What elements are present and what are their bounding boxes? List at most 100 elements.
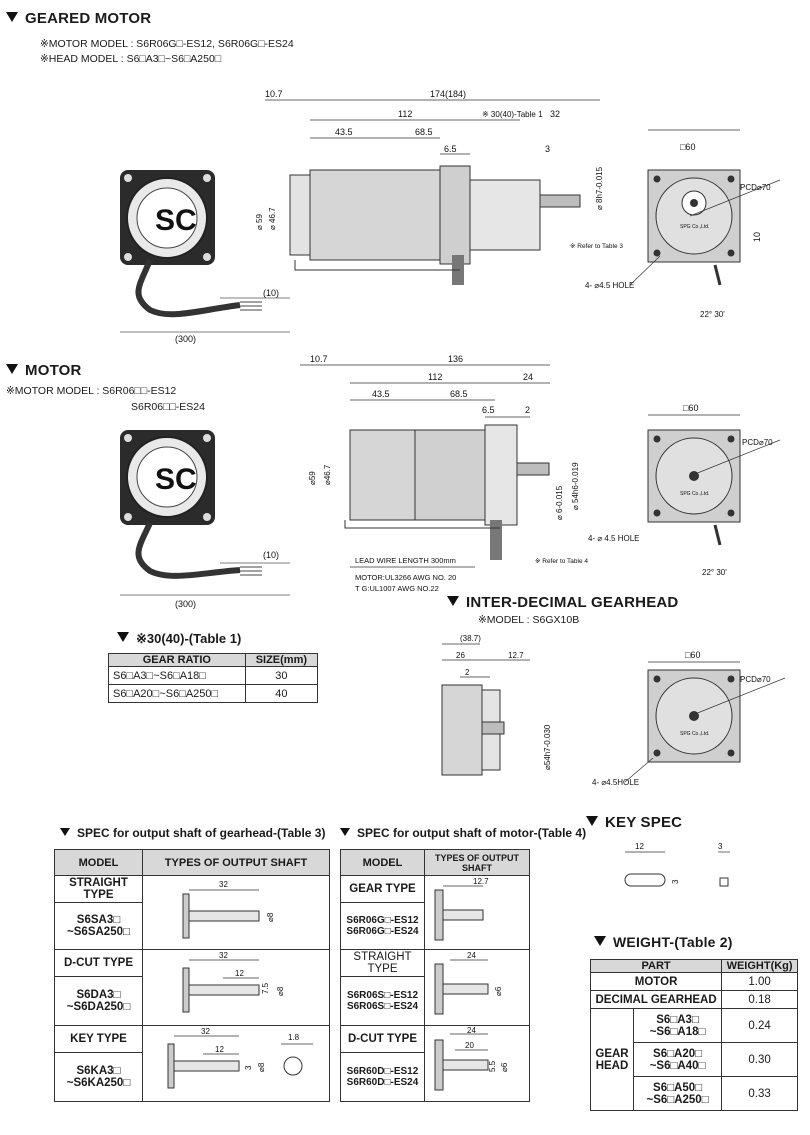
t4-straight-dia: ⌀6 — [494, 986, 503, 996]
weight-part-cell: MOTOR — [589, 972, 723, 991]
t3-key-w: 1.8 — [288, 1033, 300, 1042]
table-row: STRAIGHT TYPE 32 ⌀8 — [54, 875, 330, 950]
table1-ratio-cell: S6□A3□~S6□A18□ — [108, 666, 246, 685]
weight-gear-model-cell: S6□A50□~S6□A250□ — [632, 1076, 723, 1111]
m-cable-dim: (300) — [175, 599, 196, 609]
key-len: 12 — [635, 842, 644, 851]
m-pcd: PCD⌀70 — [742, 438, 773, 447]
m-dim-c: 6.5 — [482, 405, 495, 415]
gm-dim-d: 3 — [545, 144, 550, 154]
gm-dim-tail: 32 — [550, 109, 560, 119]
table-row: GEAR HEAD S6□A3□~S6□A18□ 0.24 — [590, 1008, 798, 1111]
inter-gearhead-model: ※MODEL : S6GX10B — [478, 614, 580, 626]
table-row: STRAIGHT TYPE 24 ⌀6 — [340, 948, 530, 1026]
m-dim-a: 43.5 — [372, 389, 390, 399]
geared-motor-front-view: SC — [120, 170, 290, 318]
geared-motor-side-view — [289, 165, 581, 285]
m-dim-shaft: ⌀ 6-0.015 — [555, 485, 564, 520]
table3-model-cell: S6SA3□~S6SA250□ — [54, 901, 143, 951]
m-wire3: T G:UL1007 AWG NO.22 — [355, 584, 439, 593]
key-height: 3 — [671, 879, 680, 884]
weight-gear-model-line: S6□A50□ — [653, 1081, 703, 1094]
table3-model-line: S6SA3□ — [76, 913, 121, 926]
dcut-motor-shaft-diagram: 24 20 5.5 ⌀6 — [424, 1025, 530, 1102]
table3-model-cell: S6KA3□~S6KA250□ — [54, 1052, 143, 1102]
weight-value-cell: 1.00 — [721, 972, 798, 991]
m-wire2: MOTOR:UL3266 AWG NO. 20 — [355, 573, 456, 582]
table1-title-text: ※30(40)-(Table 1) — [136, 631, 242, 646]
motor-drawing: SC (10) (300) 10.7 136 112 24 43.5 68.5 … — [120, 354, 781, 609]
weight-gear-model-cell: S6□A20□~S6□A40□ — [632, 1042, 723, 1077]
weight-gear-model-line: ~S6□A250□ — [646, 1093, 709, 1106]
table3-type-cell: KEY TYPE — [54, 1024, 143, 1054]
weight-table: PART WEIGHT(Kg) MOTOR 1.00 DECIMAL GEARH… — [589, 959, 798, 1111]
table4-type-cell: GEAR TYPE — [340, 875, 425, 903]
ig-dim-spig: ⌀54h7-0.030 — [543, 724, 552, 770]
key-width: 3 — [718, 842, 723, 851]
m-wire1: LEAD WIRE LENGTH 300mm — [355, 556, 456, 565]
table-row: S6SA3□~S6SA250□ — [54, 901, 330, 951]
gm-dim-table-note: ※ 30(40)-Table 1 — [482, 110, 543, 119]
t3-key-slot: 12 — [215, 1045, 224, 1054]
t4-dcut-dia: ⌀6 — [500, 1062, 509, 1072]
weight-gear-model-line: ~S6□A40□ — [649, 1059, 706, 1072]
triangle-icon — [60, 828, 70, 836]
m-dim-d: 2 — [525, 405, 530, 415]
table4-model-line: S6R06S□-ES24 — [346, 1001, 419, 1013]
motor-side-view — [344, 424, 550, 560]
gm-dim-shaft: ⌀ 8h7-0.015 — [595, 166, 604, 210]
weight-value-cell: 0.30 — [721, 1042, 798, 1077]
table4-model-line: S6R06G□-ES24 — [346, 925, 419, 937]
straight-motor-shaft-diagram: 24 ⌀6 — [424, 949, 530, 1026]
table4-model-line: S6R06S□-ES12 — [346, 990, 419, 1002]
weight-value-cell: 0.24 — [721, 1008, 798, 1043]
m-lead-dim: (10) — [263, 550, 279, 560]
ig-sq: □60 — [685, 650, 700, 660]
table3-model-line: ~S6KA250□ — [66, 1077, 131, 1090]
t3-straight-dia: ⌀8 — [266, 912, 275, 922]
triangle-icon — [6, 12, 18, 22]
t3-dcut-depth: 7.5 — [261, 982, 270, 994]
geared-motor-model: ※MOTOR MODEL : S6R06G□-ES12, S6R06G□-ES2… — [40, 38, 294, 50]
svg-text:SC: SC — [155, 204, 197, 237]
table-row: S6□A20□~S6□A250□ 40 — [108, 684, 319, 703]
table3-model-cell: S6DA3□~S6DA250□ — [54, 976, 143, 1026]
ig-hole: 4- ⌀4.5HOLE — [592, 778, 639, 787]
m-dim-spigot: ⌀ 54h6-0.019 — [571, 462, 580, 510]
gm-cable-dim: (300) — [175, 334, 196, 344]
triangle-icon — [117, 632, 129, 642]
table3-title: SPEC for output shaft of gearhead-(Table… — [60, 826, 325, 840]
table-row: DECIMAL GEARHEAD 0.18 — [589, 990, 798, 1009]
triangle-icon — [340, 828, 350, 836]
m-sq: □60 — [683, 403, 698, 413]
geared-head-model: ※HEAD MODEL : S6□A3□~S6□A250□ — [40, 53, 222, 65]
gm-ten: 10 — [752, 232, 762, 242]
table3-type-cell: STRAIGHT TYPE — [54, 875, 143, 903]
table-row: GEAR TYPE 12.7 — [340, 875, 530, 950]
key-shaft-diagram: 32 12 3 ⌀8 1.8 — [142, 1025, 330, 1102]
m-dim-b: 68.5 — [450, 389, 468, 399]
table-row: S6KA3□~S6KA250□ — [54, 1052, 330, 1102]
motor-model-1: ※MOTOR MODEL : S6R06□□-ES12 — [6, 385, 177, 397]
m-dim-467: ⌀46.7 — [323, 464, 332, 485]
ig-dim-w: (38.7) — [460, 634, 481, 643]
table4-title-text: SPEC for output shaft of motor-(Table 4) — [357, 826, 587, 840]
gear-shaft-diagram: 12.7 — [424, 875, 530, 950]
section-title-key-spec: KEY SPEC — [586, 814, 682, 831]
table3-model-line: ~S6SA250□ — [67, 925, 130, 938]
table-row: S6DA3□~S6DA250□ — [54, 976, 330, 1026]
table3-model-line: S6KA3□ — [76, 1065, 121, 1078]
weight-header-weight: WEIGHT(Kg) — [721, 959, 798, 973]
t4-gear-len: 12.7 — [473, 877, 489, 886]
weight-gear-model-line: ~S6□A18□ — [649, 1025, 706, 1038]
table3-type-cell: D-CUT TYPE — [54, 948, 143, 978]
m-dim-body: 112 — [428, 372, 442, 382]
table-row: S6□A50□~S6□A250□ 0.33 — [591, 1076, 798, 1111]
table4-header-model: MODEL — [340, 849, 425, 876]
table-row: KEY TYPE 32 12 3 ⌀8 1.8 — [54, 1024, 330, 1102]
table4-title: SPEC for output shaft of motor-(Table 4) — [340, 826, 586, 840]
t4-dcut-flat: 20 — [465, 1041, 474, 1050]
